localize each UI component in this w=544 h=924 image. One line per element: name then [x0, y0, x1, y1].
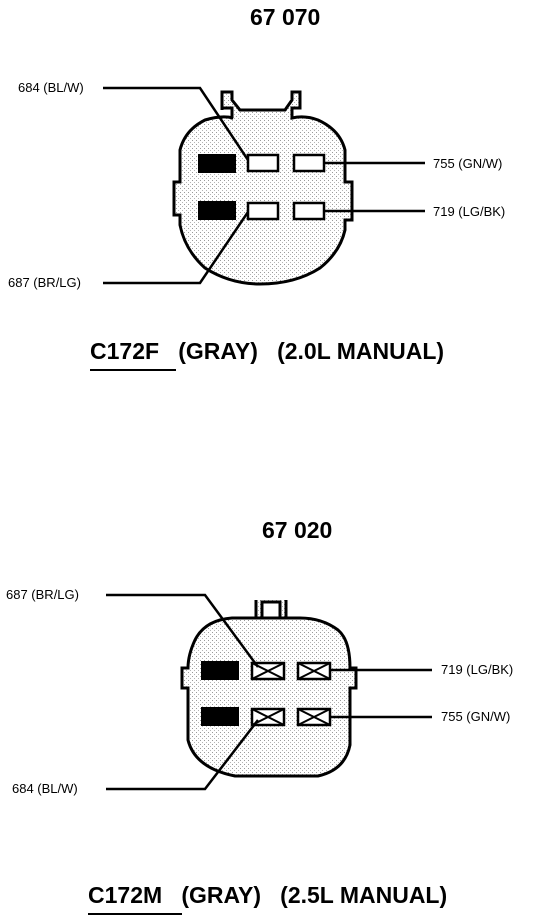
bottom-leader-687 [106, 593, 260, 668]
top-cavity-5 [246, 201, 280, 221]
bottom-cavity-filled-4 [201, 707, 239, 726]
bottom-cavity-3 [296, 661, 332, 681]
bottom-pin-label-684: 684 (BL/W) [12, 781, 78, 796]
bottom-pin-label-719: 719 (LG/BK) [441, 662, 514, 677]
bottom-connector-body [180, 600, 358, 778]
top-leader-687 [103, 211, 250, 285]
bottom-pin-label-687: 687 (BR/LG) [6, 587, 79, 602]
bottom-cavity-filled-1 [201, 661, 239, 680]
top-cavity-2 [246, 153, 280, 173]
top-connector-color: (GRAY) [178, 338, 258, 364]
bottom-pin-label-755: 755 (GN/W) [441, 709, 511, 724]
bottom-connector-code: C172M [88, 882, 163, 908]
top-pin-label-687: 687 (BR/LG) [8, 275, 81, 290]
bottom-leader-684 [106, 719, 259, 791]
top-cavity-filled-4 [198, 201, 236, 220]
bottom-part-number: 67 020 [262, 517, 333, 543]
bottom-connector-application: (2.5L MANUAL) [280, 882, 448, 908]
top-cavity-3 [292, 153, 326, 173]
top-part-number: 67 070 [250, 4, 321, 30]
bottom-code-underline [88, 913, 182, 915]
bottom-cavity-2 [250, 661, 286, 681]
top-connector-body [172, 90, 354, 286]
top-cavity-filled-1 [198, 154, 236, 173]
top-cavity-6 [292, 201, 326, 221]
top-code-underline [90, 369, 176, 371]
bottom-cavity-6 [296, 707, 332, 727]
top-caption: C172F (GRAY) (2.0L MANUAL) [90, 338, 444, 365]
bottom-caption: C172M (GRAY) (2.5L MANUAL) [88, 882, 447, 909]
bottom-connector-color: (GRAY) [181, 882, 261, 908]
top-connector-code: C172F [90, 338, 160, 364]
bottom-cavity-5 [250, 707, 286, 727]
top-pin-label-684: 684 (BL/W) [18, 80, 84, 95]
top-pin-label-755: 755 (GN/W) [433, 156, 503, 171]
top-leader-684 [103, 86, 250, 161]
top-pin-label-719: 719 (LG/BK) [433, 204, 506, 219]
top-connector-application: (2.0L MANUAL) [277, 338, 445, 364]
